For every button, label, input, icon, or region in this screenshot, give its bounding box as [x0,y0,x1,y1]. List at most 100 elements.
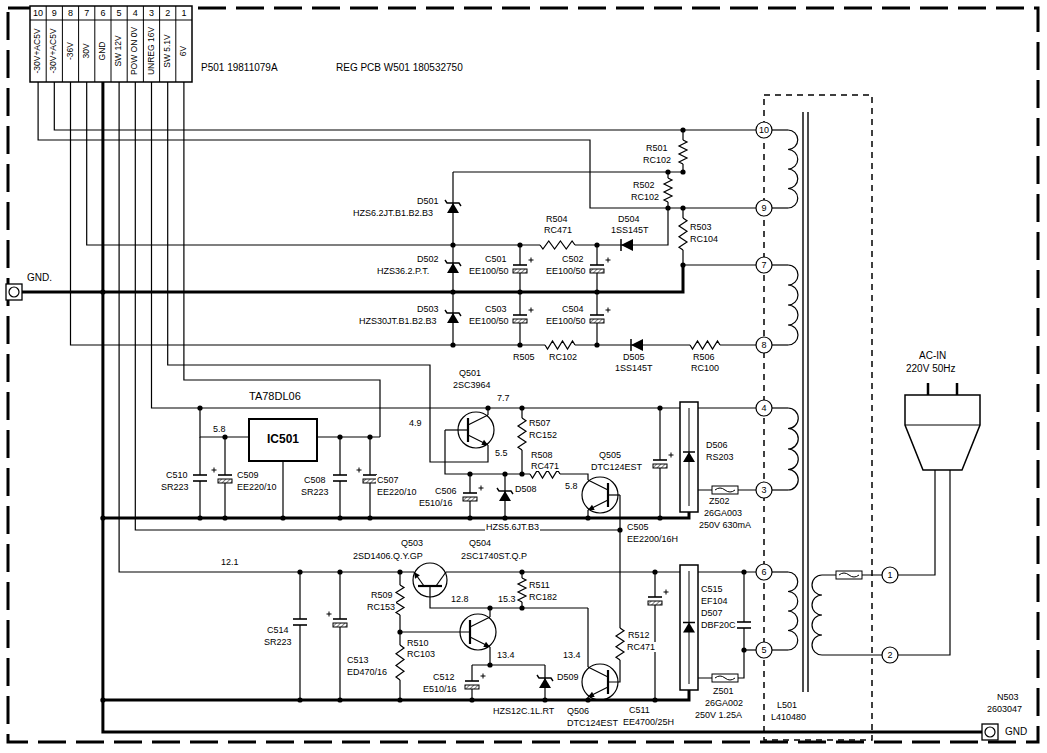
component-label: Q504 [468,538,492,548]
pin-number: 1 [180,8,187,18]
wire [720,344,756,345]
wire [683,264,756,265]
component-label: C504 [561,304,585,314]
emitter-arrow [588,692,595,697]
component-label: Z502 [708,496,731,506]
component-label: EF104 [700,596,729,606]
junction-dot [519,471,524,476]
component-label: HZS12C.1L.RT [492,706,555,716]
resistor-symbol [540,241,575,249]
component-label: 13.4 [562,650,582,660]
terminal-circle [756,564,772,580]
component-label: Z501 [712,686,735,696]
transistor-symbol [582,664,618,700]
wire [471,665,472,681]
component-label: C505 [626,522,650,532]
emitter-arrow [481,440,488,445]
component-label: 2SC3964 [452,380,492,390]
zener-bar [445,310,461,316]
signal-name: GND [98,41,108,62]
component-label: 2SD1406.Q.Y.GP [352,551,424,561]
schematic-art [6,6,1038,742]
wire [299,625,300,700]
component-label: EE4700/25H [622,717,675,727]
resistor-symbol [664,178,672,202]
junction-dot [519,605,524,610]
wire [608,494,620,495]
polarity-mark [329,612,330,617]
emitter-arrow [588,505,595,510]
capacitor-plate [590,314,604,316]
junction-dot [469,697,474,702]
signal-name: -30V+AC5V [49,27,59,74]
capacitor-plate [193,474,207,476]
signal-name: SW 5.1V [163,33,173,69]
wire [199,437,200,475]
wire [898,470,950,655]
zener-bar [497,488,513,494]
capacitor-plate [463,492,477,494]
wire [560,474,588,480]
wire [168,82,488,462]
component-label: 12.1 [220,557,240,567]
capacitor-plate [333,474,347,476]
component-label: RC152 [528,430,558,440]
electrolytic-plate [465,685,479,689]
component-label: D503 [416,304,440,314]
ground-terminal-hole [985,727,995,737]
component-label: Q503 [400,538,424,548]
component-label: C503 [484,304,508,314]
wire [772,571,788,572]
terminal-circle [756,122,772,138]
wire [822,654,882,655]
wire [519,273,520,292]
wire [453,171,683,172]
coil-winding [788,408,798,490]
wire [587,608,588,667]
wire [619,495,620,628]
wire [339,437,340,475]
component-label: GND. [26,272,53,284]
zener-bar [537,675,553,681]
wire [489,647,490,665]
junction-dot [197,515,202,520]
component-label: R506 [692,352,716,362]
wire [521,572,522,578]
component-label: D506 [705,440,729,450]
component-label: D501 [416,196,440,206]
component-label: 7.7 [496,393,511,403]
component-label: AC-IN [918,350,947,362]
component-label: C512 [432,672,456,682]
component-label: 5.8 [212,424,227,434]
junction-dot [222,515,227,520]
terminal-number: 7 [760,260,767,270]
bridge-rectifier [680,402,698,512]
junction-dot [741,647,746,652]
ground-terminal [6,284,22,300]
component-label: SR223 [263,637,293,647]
pin-number: 9 [51,8,58,18]
component-label: 5.5 [494,448,509,458]
component-label: 4.9 [408,418,423,428]
capacitor-plate [218,474,232,476]
plug-prong [956,383,959,395]
wire [519,245,520,265]
signal-name: SW 12V [114,34,124,67]
component-label: EE2200/16H [626,534,679,544]
component-label: 1SS145T [610,225,650,235]
pin-number: 4 [132,8,139,18]
component-label: C507 [376,475,400,485]
junction-dot [594,242,599,247]
component-label: 5.8 [564,481,579,491]
wire [87,82,540,245]
component-label: EE220/10 [236,482,278,492]
wire [772,129,788,130]
component-label: RC471 [543,225,573,235]
transistor-emitter [468,435,488,445]
capacitor-plate [737,621,751,623]
junction-dot [450,289,455,294]
wire [400,631,470,632]
component-label: RC103 [406,649,436,659]
wire [54,82,756,130]
wire [430,586,588,608]
